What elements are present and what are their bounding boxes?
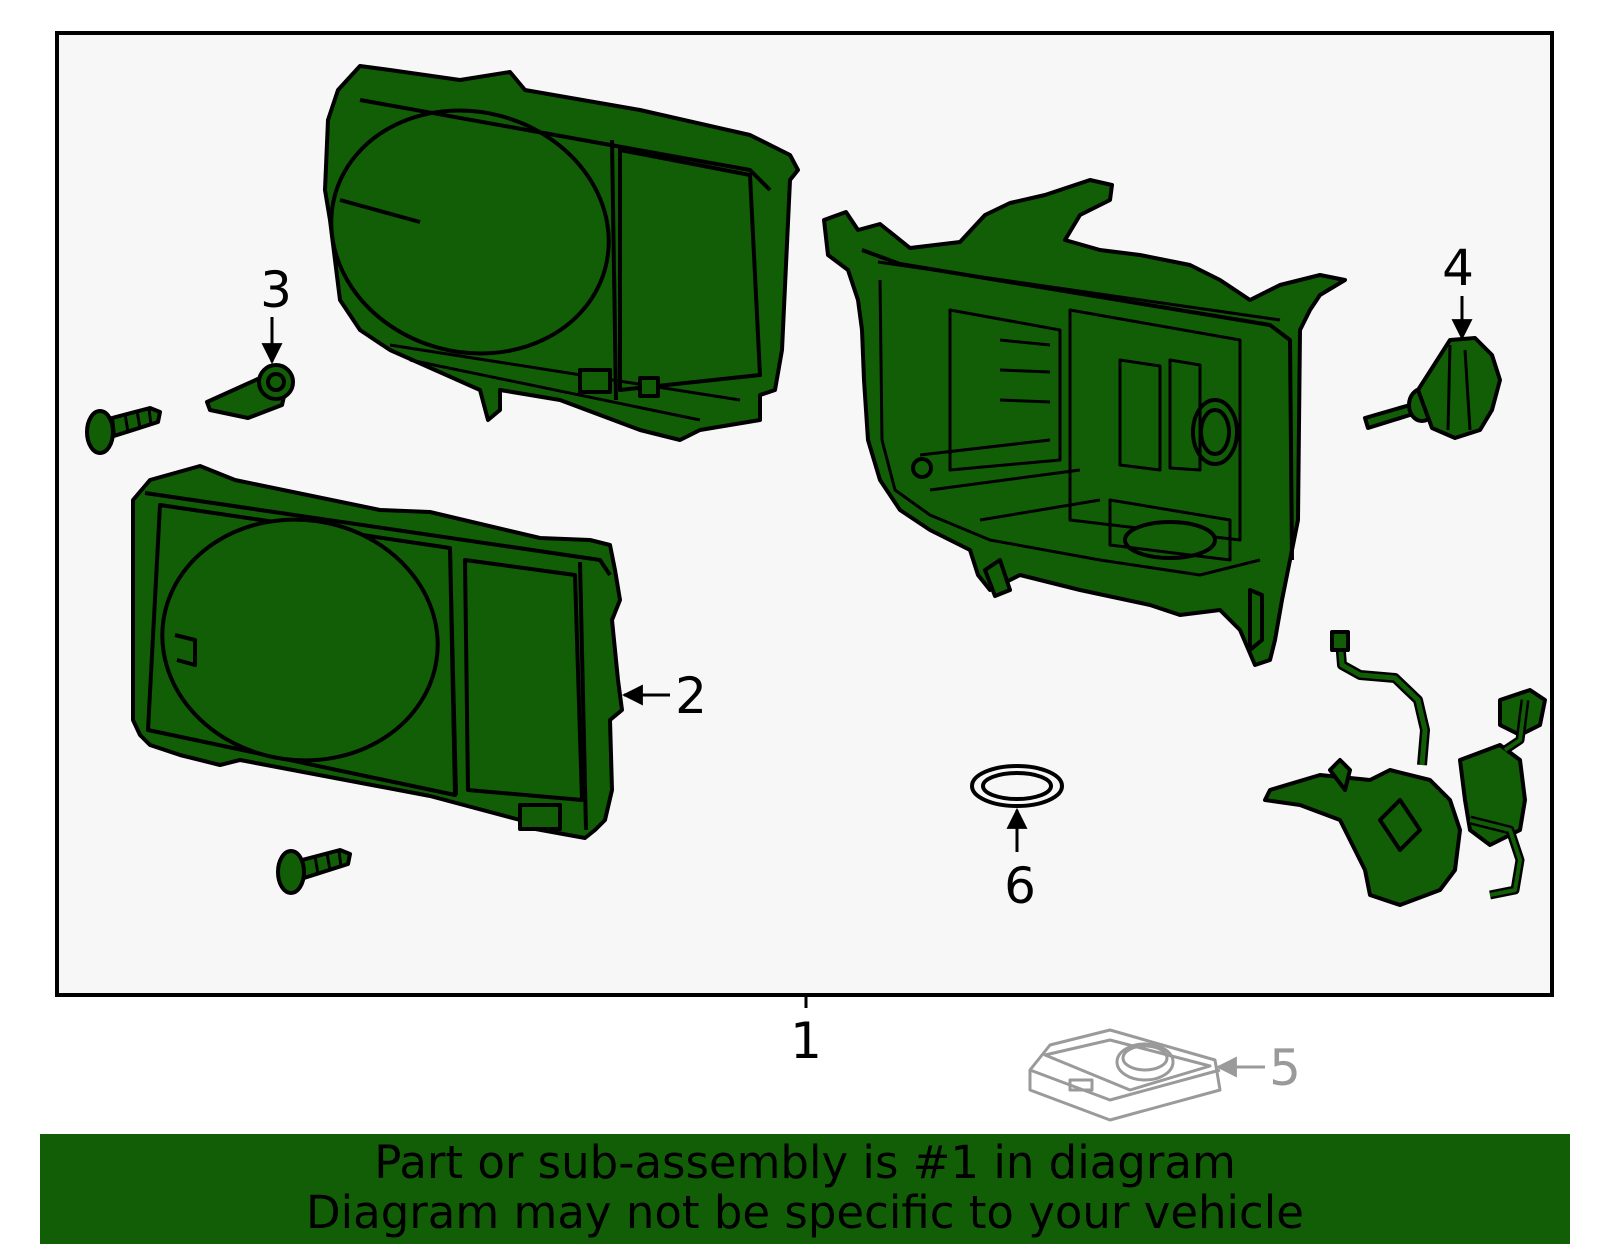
- callout-3: 3: [260, 261, 292, 319]
- seal-ring: [970, 764, 1064, 808]
- screw-lower: [276, 848, 352, 895]
- callout-5: 5: [1269, 1039, 1301, 1097]
- retainer-clip: [205, 363, 295, 420]
- callout-4: 4: [1442, 239, 1474, 297]
- callout-2: 2: [675, 667, 707, 725]
- upper-lens-assembly: [323, 64, 800, 442]
- screw-upper: [85, 406, 162, 455]
- lower-lens-assembly: [131, 464, 624, 840]
- banner-line-1: Part or sub-assembly is #1 in diagram: [374, 1136, 1236, 1189]
- wiring-harness: [1263, 630, 1547, 907]
- info-banner: Part or sub-assembly is #1 in diagram Di…: [40, 1134, 1570, 1244]
- headlamp-housing: [822, 178, 1347, 667]
- callout-6: 6: [1004, 857, 1036, 915]
- ballast-module: [1028, 1028, 1222, 1122]
- callout-1: 1: [790, 1012, 822, 1070]
- banner-line-2: Diagram may not be specific to your vehi…: [306, 1186, 1304, 1239]
- leveling-motor: [1363, 336, 1502, 440]
